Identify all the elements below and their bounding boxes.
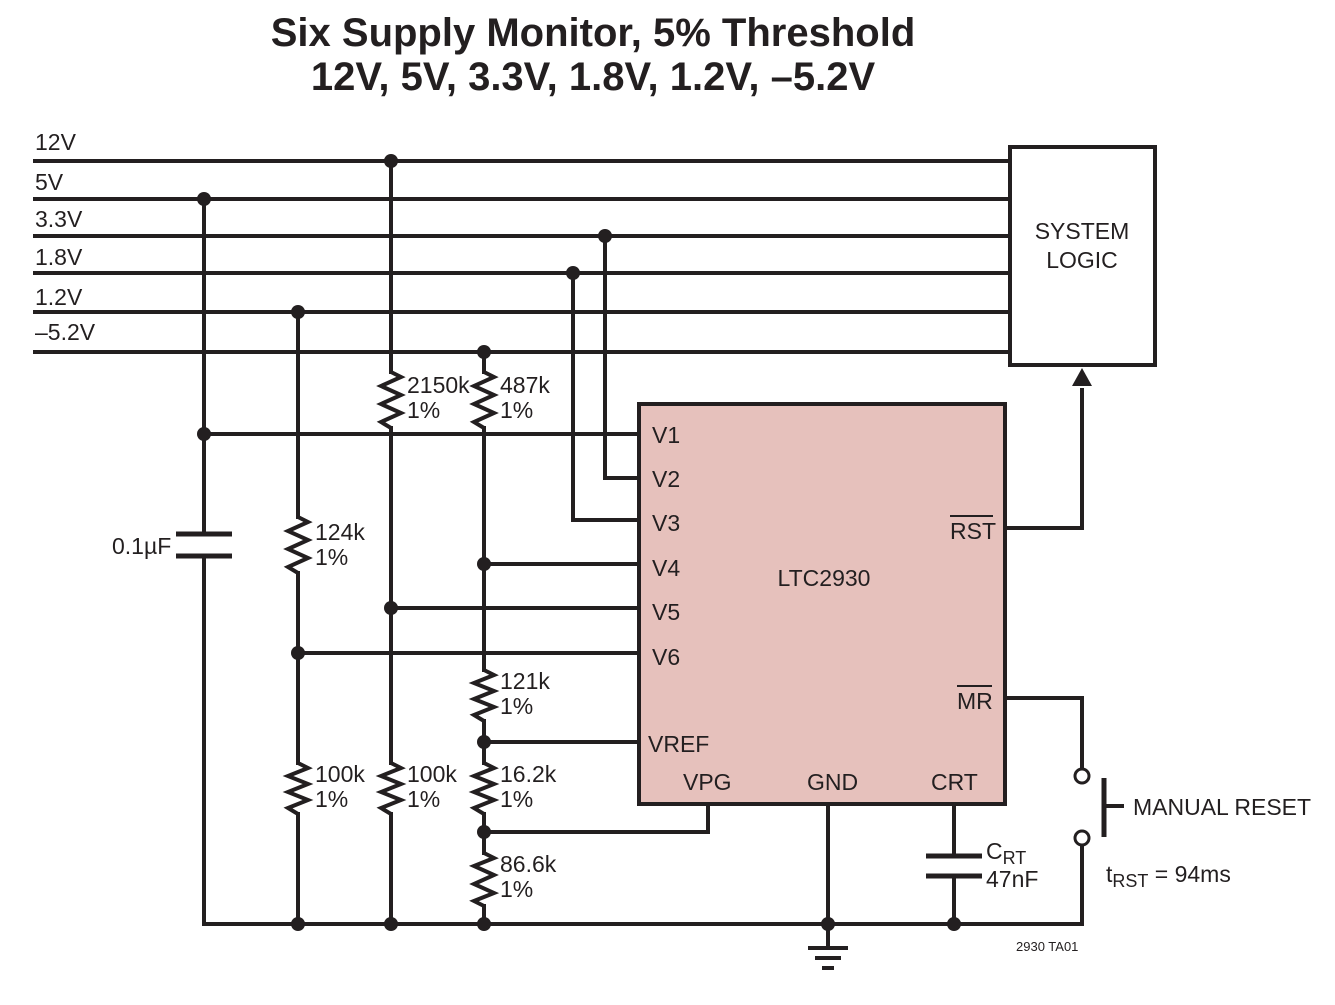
pin-v3: V3 bbox=[652, 510, 680, 536]
switch-contact-bottom bbox=[1073, 829, 1091, 847]
tol-121k: 1% bbox=[500, 693, 533, 719]
figure-id: 2930 TA01 bbox=[1016, 939, 1078, 954]
rail-label-12v: 12V bbox=[35, 129, 77, 155]
ltc2930-ic bbox=[637, 402, 1007, 806]
junction-dot bbox=[291, 305, 305, 319]
wire-v2 bbox=[603, 234, 641, 480]
cap-label: 0.1µF bbox=[112, 533, 171, 559]
ground-icon bbox=[808, 946, 848, 970]
switch-contact-top bbox=[1073, 767, 1091, 785]
rail-label-neg5v2: –5.2V bbox=[35, 319, 96, 345]
label-100k-a: 100k bbox=[315, 761, 365, 787]
pin-mr: MR bbox=[957, 688, 993, 714]
tol-100k-b: 1% bbox=[407, 786, 440, 812]
label-2150k: 2150k bbox=[407, 372, 470, 398]
pin-v6: V6 bbox=[652, 644, 680, 670]
rail-label-1v2: 1.2V bbox=[35, 284, 83, 310]
tol-86-6k: 1% bbox=[500, 876, 533, 902]
supply-rails bbox=[33, 159, 1012, 354]
junction-dot bbox=[947, 917, 961, 931]
junction-dot bbox=[291, 646, 305, 660]
resistors bbox=[282, 370, 500, 908]
pin-v5: V5 bbox=[652, 599, 680, 625]
resistor-100k-b bbox=[375, 761, 407, 816]
wire-vpg bbox=[482, 802, 710, 834]
junction-dot bbox=[197, 427, 211, 441]
trst-label: tRST = 94ms bbox=[1106, 861, 1231, 891]
label-124k: 124k bbox=[315, 519, 365, 545]
rail-label-5v: 5V bbox=[35, 169, 64, 195]
pin-rst: RST bbox=[950, 518, 996, 544]
resistor-16-2k bbox=[468, 761, 500, 816]
wire-rst bbox=[1003, 388, 1084, 530]
resistor-2150k bbox=[376, 370, 406, 430]
pin-v1: V1 bbox=[652, 422, 680, 448]
capacitor-crt bbox=[926, 853, 982, 879]
label-121k: 121k bbox=[500, 668, 550, 694]
label-86-6k: 86.6k bbox=[500, 851, 557, 877]
resistor-86-6k bbox=[468, 851, 500, 908]
rail-label-1v8: 1.8V bbox=[35, 244, 83, 270]
manual-reset-label: MANUAL RESET bbox=[1133, 794, 1311, 820]
wire-v3 bbox=[571, 271, 641, 522]
ic-name: LTC2930 bbox=[778, 565, 871, 591]
junction-dot bbox=[384, 154, 398, 168]
title-line-1: Six Supply Monitor, 5% Threshold bbox=[271, 11, 916, 55]
tol-487k: 1% bbox=[500, 397, 533, 423]
wire-mr bbox=[1003, 696, 1084, 770]
label-16-2k: 16.2k bbox=[500, 761, 557, 787]
crt-label-c: C bbox=[986, 838, 1003, 864]
pin-vpg: VPG bbox=[683, 769, 732, 795]
junction-dot bbox=[598, 229, 612, 243]
system-logic-label-2: LOGIC bbox=[1046, 247, 1118, 273]
label-100k-b: 100k bbox=[407, 761, 457, 787]
tol-16-2k: 1% bbox=[500, 786, 533, 812]
junction-dot bbox=[477, 917, 491, 931]
junction-dot bbox=[477, 825, 491, 839]
pin-vref: VREF bbox=[648, 731, 709, 757]
trst-sub: RST bbox=[1112, 871, 1148, 891]
trst-t: t bbox=[1106, 861, 1113, 887]
pin-v2: V2 bbox=[652, 466, 680, 492]
wires bbox=[202, 159, 1084, 950]
junction-dot bbox=[477, 557, 491, 571]
resistor-487k bbox=[469, 370, 499, 430]
label-487k: 487k bbox=[500, 372, 550, 398]
crt-label-sub: RT bbox=[1003, 848, 1027, 868]
tol-124k: 1% bbox=[315, 544, 348, 570]
arrow-up-icon bbox=[1072, 368, 1092, 386]
trst-rest: = 94ms bbox=[1148, 861, 1230, 887]
crt-value: 47nF bbox=[986, 866, 1038, 892]
system-logic-label-1: SYSTEM bbox=[1035, 218, 1130, 244]
junction-dots bbox=[197, 154, 961, 931]
junction-dot bbox=[477, 345, 491, 359]
junction-dot bbox=[291, 917, 305, 931]
resistor-124k bbox=[283, 515, 313, 575]
tol-2150k: 1% bbox=[407, 397, 440, 423]
junction-dot bbox=[197, 192, 211, 206]
system-logic-box bbox=[1008, 145, 1157, 367]
capacitor-0-1uf bbox=[176, 531, 232, 559]
junction-dot bbox=[477, 735, 491, 749]
resistor-100k-a bbox=[282, 761, 314, 816]
junction-dot bbox=[821, 917, 835, 931]
rail-label-3v3: 3.3V bbox=[35, 206, 83, 232]
junction-dot bbox=[384, 917, 398, 931]
resistor-121k bbox=[468, 668, 500, 723]
tol-100k-a: 1% bbox=[315, 786, 348, 812]
crt-label: CRT bbox=[986, 838, 1026, 868]
manual-reset-switch bbox=[1073, 767, 1124, 847]
junction-dot bbox=[566, 266, 580, 280]
junction-dot bbox=[384, 601, 398, 615]
pin-v4: V4 bbox=[652, 555, 680, 581]
pin-crt: CRT bbox=[931, 769, 978, 795]
title-line-2: 12V, 5V, 3.3V, 1.8V, 1.2V, –5.2V bbox=[311, 55, 876, 99]
pin-gnd: GND bbox=[807, 769, 858, 795]
